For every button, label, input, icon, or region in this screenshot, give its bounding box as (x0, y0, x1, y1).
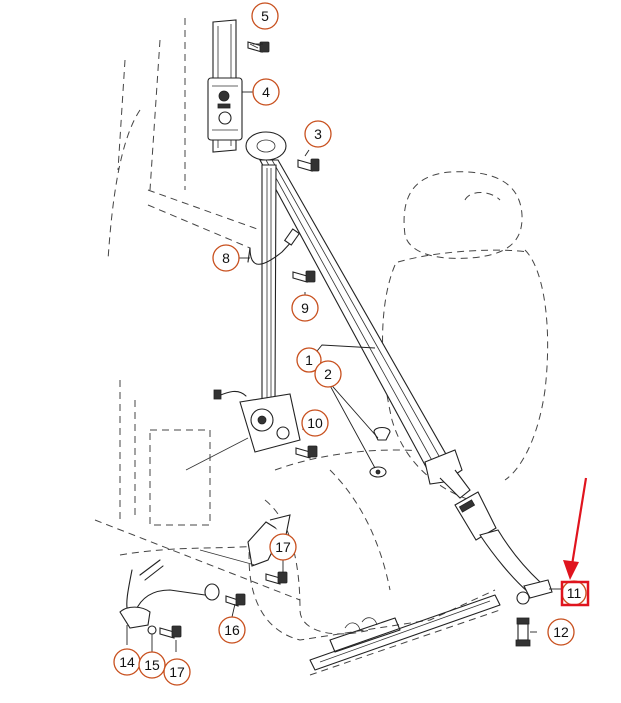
retractor (185, 389, 301, 471)
svg-text:1: 1 (305, 352, 313, 368)
callout-4: 4 (252, 78, 280, 106)
svg-text:5: 5 (261, 8, 269, 24)
lower-anchor (119, 514, 291, 635)
callout-1: 1 (296, 347, 322, 373)
callout-11-highlighted: 11 (549, 477, 590, 607)
callout-15: 15 (138, 651, 166, 679)
svg-text:8: 8 (222, 250, 230, 266)
bolt-16 (225, 593, 246, 607)
highlight-box (560, 580, 590, 607)
seat-rail (309, 594, 501, 676)
bolt-12 (515, 617, 531, 647)
svg-text:10: 10 (307, 415, 323, 431)
svg-text:3: 3 (314, 126, 322, 142)
callout-3: 3 (304, 120, 332, 148)
callout-5: 5 (251, 2, 279, 30)
svg-text:2: 2 (324, 366, 332, 382)
svg-text:16: 16 (224, 622, 240, 638)
svg-text:15: 15 (144, 657, 160, 673)
bolt-3 (297, 158, 320, 172)
callout-14: 14 (113, 648, 141, 676)
belt-webbing (245, 131, 471, 499)
cover-cap (369, 426, 391, 478)
callout-17-lower: 17 (163, 658, 191, 686)
svg-text:14: 14 (119, 654, 135, 670)
callout-2: 2 (314, 360, 342, 388)
highlight-arrow-head (563, 560, 579, 580)
bolt-5 (247, 41, 270, 53)
height-adjuster (207, 19, 243, 153)
svg-text:11: 11 (567, 585, 582, 601)
highlight-arrow (570, 477, 588, 566)
bolt-9 (292, 270, 316, 283)
cable-8 (247, 228, 301, 265)
svg-text:4: 4 (262, 84, 270, 100)
callout-8: 8 (212, 244, 240, 272)
leader-lines (126, 43, 537, 652)
bolt-17-lower (159, 625, 182, 639)
svg-text:17: 17 (169, 664, 185, 680)
svg-text:12: 12 (553, 624, 569, 640)
bolt-10 (295, 445, 318, 459)
callout-10: 10 (301, 409, 329, 437)
svg-text:9: 9 (301, 300, 309, 316)
svg-text:17: 17 (275, 539, 291, 555)
bolt-17-upper (265, 571, 288, 585)
buckle-stalk (454, 491, 553, 605)
callout-16: 16 (218, 616, 246, 644)
callout-17-upper: 17 (269, 533, 297, 561)
callout-12: 12 (547, 618, 575, 646)
callout-9: 9 (291, 294, 319, 322)
